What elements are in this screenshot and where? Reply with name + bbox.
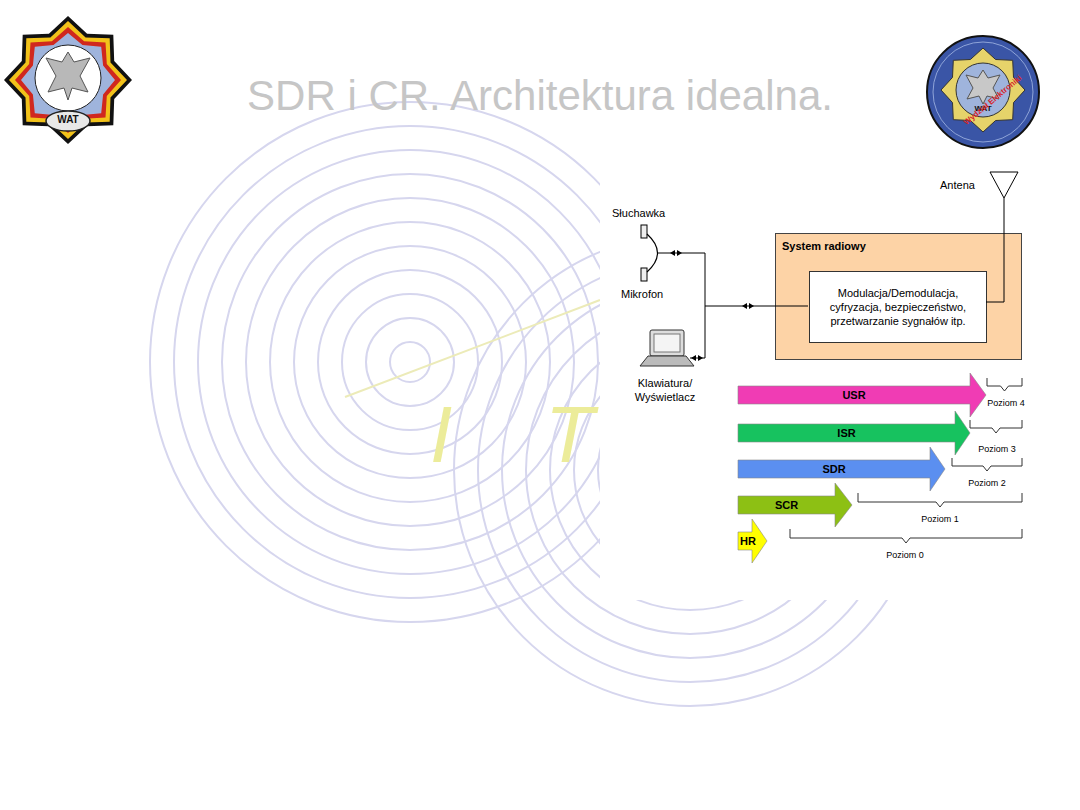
level-name: SDR bbox=[738, 460, 930, 478]
level-name: SCR bbox=[738, 496, 835, 514]
antenna-label: Antena bbox=[940, 179, 975, 193]
watermark-letter: T bbox=[545, 395, 594, 475]
watermark-circle bbox=[342, 294, 478, 430]
mouthpiece-symbol bbox=[641, 268, 647, 281]
bidirectional-arrowhead bbox=[742, 303, 747, 309]
arrow-fill bbox=[738, 373, 986, 417]
bidirectional-arrowhead bbox=[670, 250, 675, 256]
laptop-screen bbox=[650, 330, 684, 356]
watermark-line bbox=[345, 300, 600, 397]
level-name: HR bbox=[740, 532, 756, 550]
watermark-circle bbox=[174, 126, 646, 598]
logo-disc bbox=[927, 36, 1039, 148]
watermark-circle bbox=[222, 174, 598, 550]
level-label: Poziom 1 bbox=[920, 514, 960, 525]
system-box: System radiowyModulacja/Demodulacja, cyf… bbox=[775, 233, 1022, 360]
signal-wire bbox=[986, 198, 1004, 302]
laptop-display bbox=[654, 334, 680, 352]
handset-arc bbox=[647, 234, 658, 272]
logo-star bbox=[4, 16, 132, 144]
function-box: Modulacja/Demodulacja, cyfryzacja, bezpi… bbox=[809, 271, 987, 343]
bidirectional-arrowhead bbox=[677, 250, 682, 256]
device-label: Słuchawka bbox=[612, 207, 665, 221]
eagle-symbol bbox=[46, 52, 90, 100]
signal-wire bbox=[690, 358, 705, 359]
level-name: USR bbox=[738, 386, 970, 404]
logo-star bbox=[15, 27, 121, 133]
level-bracket bbox=[790, 529, 1022, 543]
earpiece-symbol bbox=[641, 225, 647, 238]
level-bracket bbox=[952, 458, 1022, 471]
level-bracket bbox=[987, 378, 1022, 391]
signal-wire bbox=[705, 253, 706, 358]
device-label: Mikrofon bbox=[621, 288, 663, 302]
faculty-logo bbox=[927, 36, 1039, 148]
level-label: Poziom 3 bbox=[977, 444, 1017, 455]
level-label: Poziom 4 bbox=[986, 398, 1026, 409]
watermark-circle bbox=[246, 198, 574, 526]
level-arrow: ISR bbox=[738, 411, 970, 455]
arrow-fill bbox=[738, 411, 970, 455]
box-text: Modulacja/Demodulacja, cyfryzacja, bezpi… bbox=[814, 286, 982, 328]
laptop-base bbox=[640, 356, 694, 366]
watermark-circle bbox=[294, 246, 526, 478]
level-bracket bbox=[858, 493, 1022, 507]
arrow-fill bbox=[738, 483, 852, 527]
slide-title: SDR i CR. Architektura idealna. bbox=[0, 72, 1080, 120]
antenna-symbol bbox=[990, 172, 1018, 198]
watermark-circle bbox=[390, 342, 430, 382]
signal-wire bbox=[657, 253, 705, 254]
level-label: Poziom 0 bbox=[885, 550, 925, 561]
logo-gear bbox=[941, 48, 1025, 132]
logo-star bbox=[9, 21, 127, 139]
level-name: ISR bbox=[738, 424, 955, 442]
signal-wire bbox=[705, 306, 808, 307]
logo-oval bbox=[46, 111, 90, 131]
device-label: Klawiatura/ Wyświetlacz bbox=[622, 377, 708, 405]
bidirectional-arrowhead bbox=[698, 355, 703, 361]
level-arrow: SDR bbox=[738, 447, 945, 491]
watermark-letter: I bbox=[430, 395, 452, 475]
logo-disc bbox=[35, 45, 101, 111]
watermark-circle bbox=[318, 270, 502, 454]
watermark-circle bbox=[150, 102, 670, 622]
logo-ring bbox=[933, 42, 1033, 142]
bidirectional-arrowhead bbox=[749, 303, 754, 309]
level-arrow: HR bbox=[738, 519, 767, 563]
watermark-circle bbox=[198, 150, 622, 574]
diagram-ground bbox=[600, 165, 1040, 600]
level-arrow: USR bbox=[738, 373, 986, 417]
box-heading: System radiowy bbox=[782, 240, 1015, 252]
level-arrow: SCR bbox=[738, 483, 852, 527]
arrow-fill bbox=[738, 447, 945, 491]
level-bracket bbox=[970, 420, 1022, 433]
watermark-circle bbox=[366, 318, 454, 406]
arrow-fill bbox=[738, 519, 767, 563]
bidirectional-arrowhead bbox=[691, 355, 696, 361]
logo-text: WAT bbox=[48, 114, 88, 127]
wat-logo bbox=[4, 16, 132, 144]
level-label: Poziom 2 bbox=[967, 478, 1007, 489]
